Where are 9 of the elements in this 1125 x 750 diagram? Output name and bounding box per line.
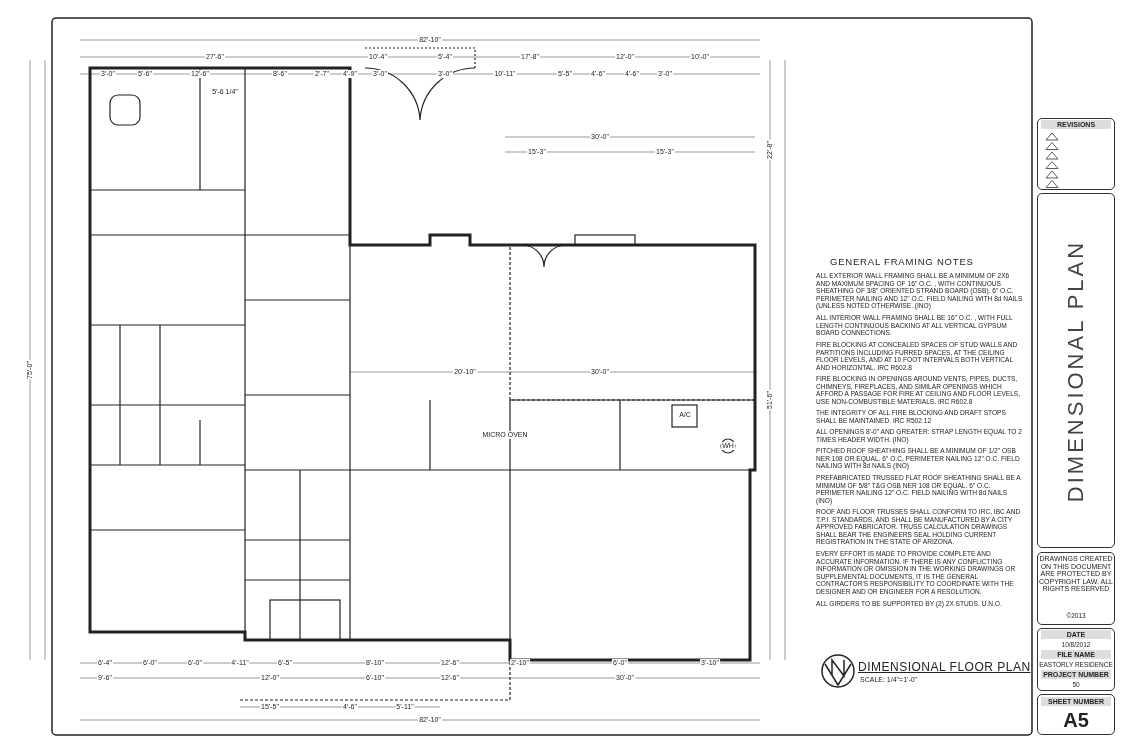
plan-title: DIMENSIONAL FLOOR PLAN xyxy=(858,660,1031,674)
title-block-panel xyxy=(1037,552,1115,625)
title-block-panel xyxy=(1037,694,1115,735)
title-block-panel xyxy=(1037,118,1115,190)
title-block-panel xyxy=(1037,193,1115,548)
notes-heading: GENERAL FRAMING NOTES xyxy=(830,256,974,267)
title-block-panel xyxy=(1037,628,1115,691)
sheet-number: A5 xyxy=(1062,708,1090,732)
sheet-title: DIMENSIONAL PLAN xyxy=(1063,239,1089,502)
